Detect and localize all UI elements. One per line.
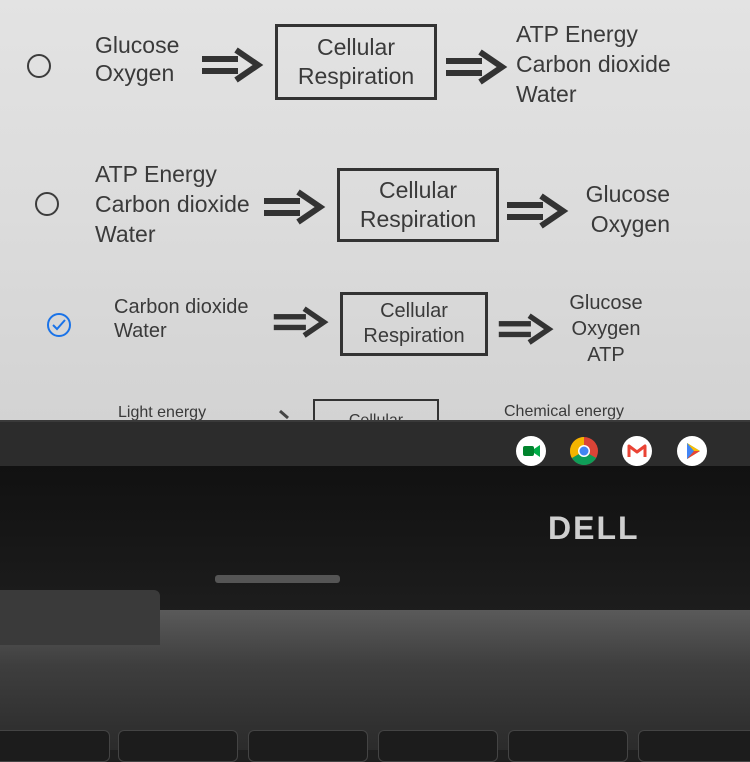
process-label: Cellular xyxy=(379,177,457,204)
inputs-option-1: Glucose Oxygen xyxy=(95,32,179,87)
process-label: Cellular xyxy=(380,300,448,322)
keyboard-key xyxy=(638,730,750,762)
arrow-icon xyxy=(202,47,264,83)
output-item: Glucose xyxy=(585,181,670,207)
radio-button-option-3[interactable] xyxy=(47,313,71,337)
answer-option-3[interactable]: Carbon dioxide Water Cellular Respiratio… xyxy=(0,280,750,380)
hinge xyxy=(215,575,340,583)
taskbar xyxy=(0,420,750,468)
arrow-icon xyxy=(507,193,569,229)
answer-option-4[interactable]: Light energy Cellular Chemical energy xyxy=(0,395,750,420)
input-item: Glucose xyxy=(95,32,180,58)
process-box-option-3: Cellular Respiration xyxy=(340,292,488,356)
input-item: Water xyxy=(114,320,167,342)
output-item: Carbon dioxide xyxy=(516,50,671,77)
output-item: ATP Energy xyxy=(516,21,638,47)
outputs-option-1: ATP Energy Carbon dioxide Water xyxy=(516,20,671,110)
keyboard-key xyxy=(118,730,238,762)
radio-button-option-1[interactable] xyxy=(27,54,51,78)
input-item: Carbon dioxide xyxy=(95,190,250,217)
brand-logo: DELL xyxy=(548,510,640,546)
chrome-icon[interactable] xyxy=(569,436,599,466)
process-label: Respiration xyxy=(363,325,465,347)
arrow-icon xyxy=(446,49,508,85)
checkmark-icon xyxy=(52,319,66,331)
radio-button-option-2[interactable] xyxy=(35,192,59,216)
inputs-option-3: Carbon dioxide Water xyxy=(114,295,249,343)
input-item: ATP Energy xyxy=(95,161,217,187)
process-box-option-2: Cellular Respiration xyxy=(337,168,499,242)
inputs-option-2: ATP Energy Carbon dioxide Water xyxy=(95,160,250,250)
meet-icon[interactable] xyxy=(516,436,546,466)
outputs-option-3: Glucose Oxygen ATP xyxy=(562,290,650,368)
output-item: Water xyxy=(516,80,577,107)
keyboard-key xyxy=(508,730,628,762)
keyboard-key xyxy=(378,730,498,762)
keyboard-key xyxy=(248,730,368,762)
keyboard-key xyxy=(0,730,110,762)
answer-option-1[interactable]: Glucose Oxygen Cellular Respiration ATP … xyxy=(0,0,750,120)
quiz-screen: Glucose Oxygen Cellular Respiration ATP … xyxy=(0,0,750,420)
answer-option-2[interactable]: ATP Energy Carbon dioxide Water Cellular… xyxy=(0,150,750,260)
process-label: Cellular xyxy=(317,34,395,61)
input-item: Water xyxy=(95,220,156,247)
process-label: Cellular xyxy=(349,411,403,420)
gmail-icon[interactable] xyxy=(622,436,652,466)
process-label: Respiration xyxy=(359,206,477,232)
play-store-icon[interactable] xyxy=(677,436,707,466)
arrow-icon xyxy=(264,189,326,225)
output-item: Oxygen xyxy=(590,210,670,237)
input-item: Oxygen xyxy=(95,59,175,86)
process-box-option-1: Cellular Respiration xyxy=(275,24,437,100)
outputs-option-2: Glucose Oxygen xyxy=(578,180,670,240)
output-item: Glucose xyxy=(569,292,643,314)
output-item: ATP xyxy=(587,344,625,366)
outputs-option-4: Chemical energy xyxy=(504,402,624,420)
arrow-icon xyxy=(273,306,329,338)
arrow-icon xyxy=(279,409,289,420)
inputs-option-4: Light energy xyxy=(118,403,206,420)
process-box-option-4: Cellular xyxy=(313,399,439,420)
arrow-icon xyxy=(498,313,554,345)
input-item: Light energy xyxy=(118,404,207,420)
lid-edge xyxy=(0,590,160,645)
output-item: Oxygen xyxy=(571,318,641,340)
input-item: Carbon dioxide xyxy=(114,296,249,318)
output-item: Chemical energy xyxy=(504,403,625,420)
process-label: Respiration xyxy=(297,63,415,89)
